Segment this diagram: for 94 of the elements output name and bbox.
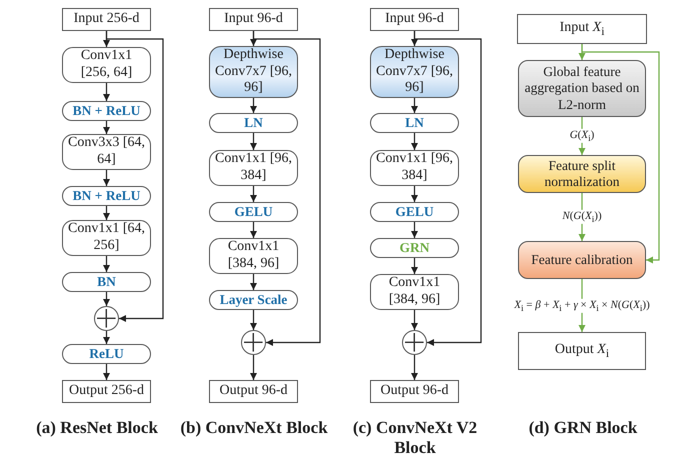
skip-connection-arrow [106, 31, 164, 322]
process-box [518, 241, 646, 279]
process-box [62, 47, 151, 83]
box-label: LN [404, 114, 425, 132]
figure-caption: (b) ConvNeXt Block [179, 418, 329, 438]
figure-caption: (c) ConvNeXt V2 Block [352, 418, 478, 457]
box-label: GRN [398, 240, 430, 256]
arrow [411, 186, 418, 202]
box-label: Input 96-d [384, 11, 445, 28]
box-label: Input 96-d [223, 11, 284, 28]
operation-pill [209, 202, 298, 222]
skip-connection-arrow [581, 44, 660, 264]
process-box [370, 274, 459, 310]
edge-label: N(G(X$_{i}$)) [560, 210, 604, 224]
box-label: Conv1x1 [96, 384] [214, 151, 293, 185]
box-label: Conv1x1 [384, 96] [226, 239, 280, 273]
arrow [103, 206, 110, 220]
box-label: Input X$_{i}$ [558, 20, 606, 38]
arrow [250, 222, 257, 238]
operation-pill [209, 290, 298, 310]
box-label: Conv1x1 [256, 64] [80, 48, 134, 82]
skip-connection-arrow [414, 31, 482, 346]
operation-pill [62, 344, 151, 364]
box-label: BN [96, 274, 117, 290]
arrow [411, 222, 418, 238]
arrow [411, 310, 418, 330]
box-label: GELU [394, 204, 435, 220]
arrow [411, 258, 418, 274]
box-label: ReLU [88, 346, 125, 362]
edge-label: X$_{i}$ = β + X$_{i}$ + γ × X$_{i}$ × N(G(X$_{i}$)) [512, 298, 652, 313]
box-label: BN + ReLU [72, 102, 142, 120]
skip-connection-arrow [252, 31, 321, 346]
operation-pill [62, 186, 151, 206]
io-box [370, 380, 459, 403]
box-label: BN + ReLU [72, 188, 142, 204]
arrow [411, 133, 418, 150]
operation-pill [62, 101, 151, 121]
arrow [250, 310, 257, 330]
process-box [370, 150, 459, 186]
arrow [250, 355, 257, 380]
box-label: GELU [233, 204, 274, 220]
operation-pill [370, 202, 459, 222]
process-box [62, 134, 151, 170]
sum-circle [94, 306, 119, 331]
box-label: Output 96-d [379, 383, 450, 400]
box-label: Depthwise Conv7x7 [96, 96] [375, 46, 454, 98]
sum-circle [402, 330, 427, 355]
arrow [103, 364, 110, 380]
arrow [250, 274, 257, 290]
arrow [103, 331, 110, 344]
io-box [518, 332, 646, 370]
arrow [103, 83, 110, 101]
process-box [62, 220, 151, 256]
operation-pill [370, 238, 459, 258]
arrow [103, 170, 110, 186]
box-label: Feature split normalization [544, 158, 620, 190]
io-box [517, 14, 647, 44]
box-label: Conv1x1 [96, 384] [375, 151, 454, 185]
process-box [518, 60, 646, 117]
operation-pill [62, 272, 151, 292]
io-box [209, 8, 298, 31]
arrow [250, 133, 257, 150]
arrow [411, 98, 418, 113]
arrow [103, 292, 110, 306]
io-box [62, 380, 151, 403]
box-label: Feature calibration [530, 252, 634, 268]
arrow [103, 256, 110, 272]
box-label: Output 96-d [218, 383, 289, 400]
box-label: LN [243, 114, 264, 132]
box-label: Conv3x3 [64, 64] [67, 135, 146, 169]
box-label: Output X$_{i}$ [554, 342, 610, 360]
figure-caption: (d) GRN Block [528, 418, 638, 438]
process-box [518, 155, 646, 193]
arrow [250, 186, 257, 202]
operation-pill [209, 113, 298, 133]
io-box [209, 380, 298, 403]
edge-label: G(X$_{i}$) [568, 128, 596, 144]
box-label: Output 256-d [68, 383, 146, 400]
box-label: Global feature aggregation based on L2-norm [524, 64, 640, 113]
box-label: Input 256-d [72, 11, 140, 28]
arrow [411, 355, 418, 380]
operation-pill [370, 113, 459, 133]
box-label: Conv1x1 [384, 96] [388, 275, 442, 309]
arrow [103, 121, 110, 134]
sum-circle [241, 330, 266, 355]
process-box [209, 238, 298, 274]
box-label: Depthwise Conv7x7 [96, 96] [214, 46, 293, 98]
box-label: Layer Scale [218, 292, 288, 308]
box-label: Conv1x1 [64, 256] [67, 221, 146, 255]
arrow [250, 98, 257, 113]
figure-caption: (a) ResNet Block [35, 418, 159, 438]
process-box [209, 150, 298, 186]
io-box [62, 8, 151, 31]
io-box [370, 8, 459, 31]
